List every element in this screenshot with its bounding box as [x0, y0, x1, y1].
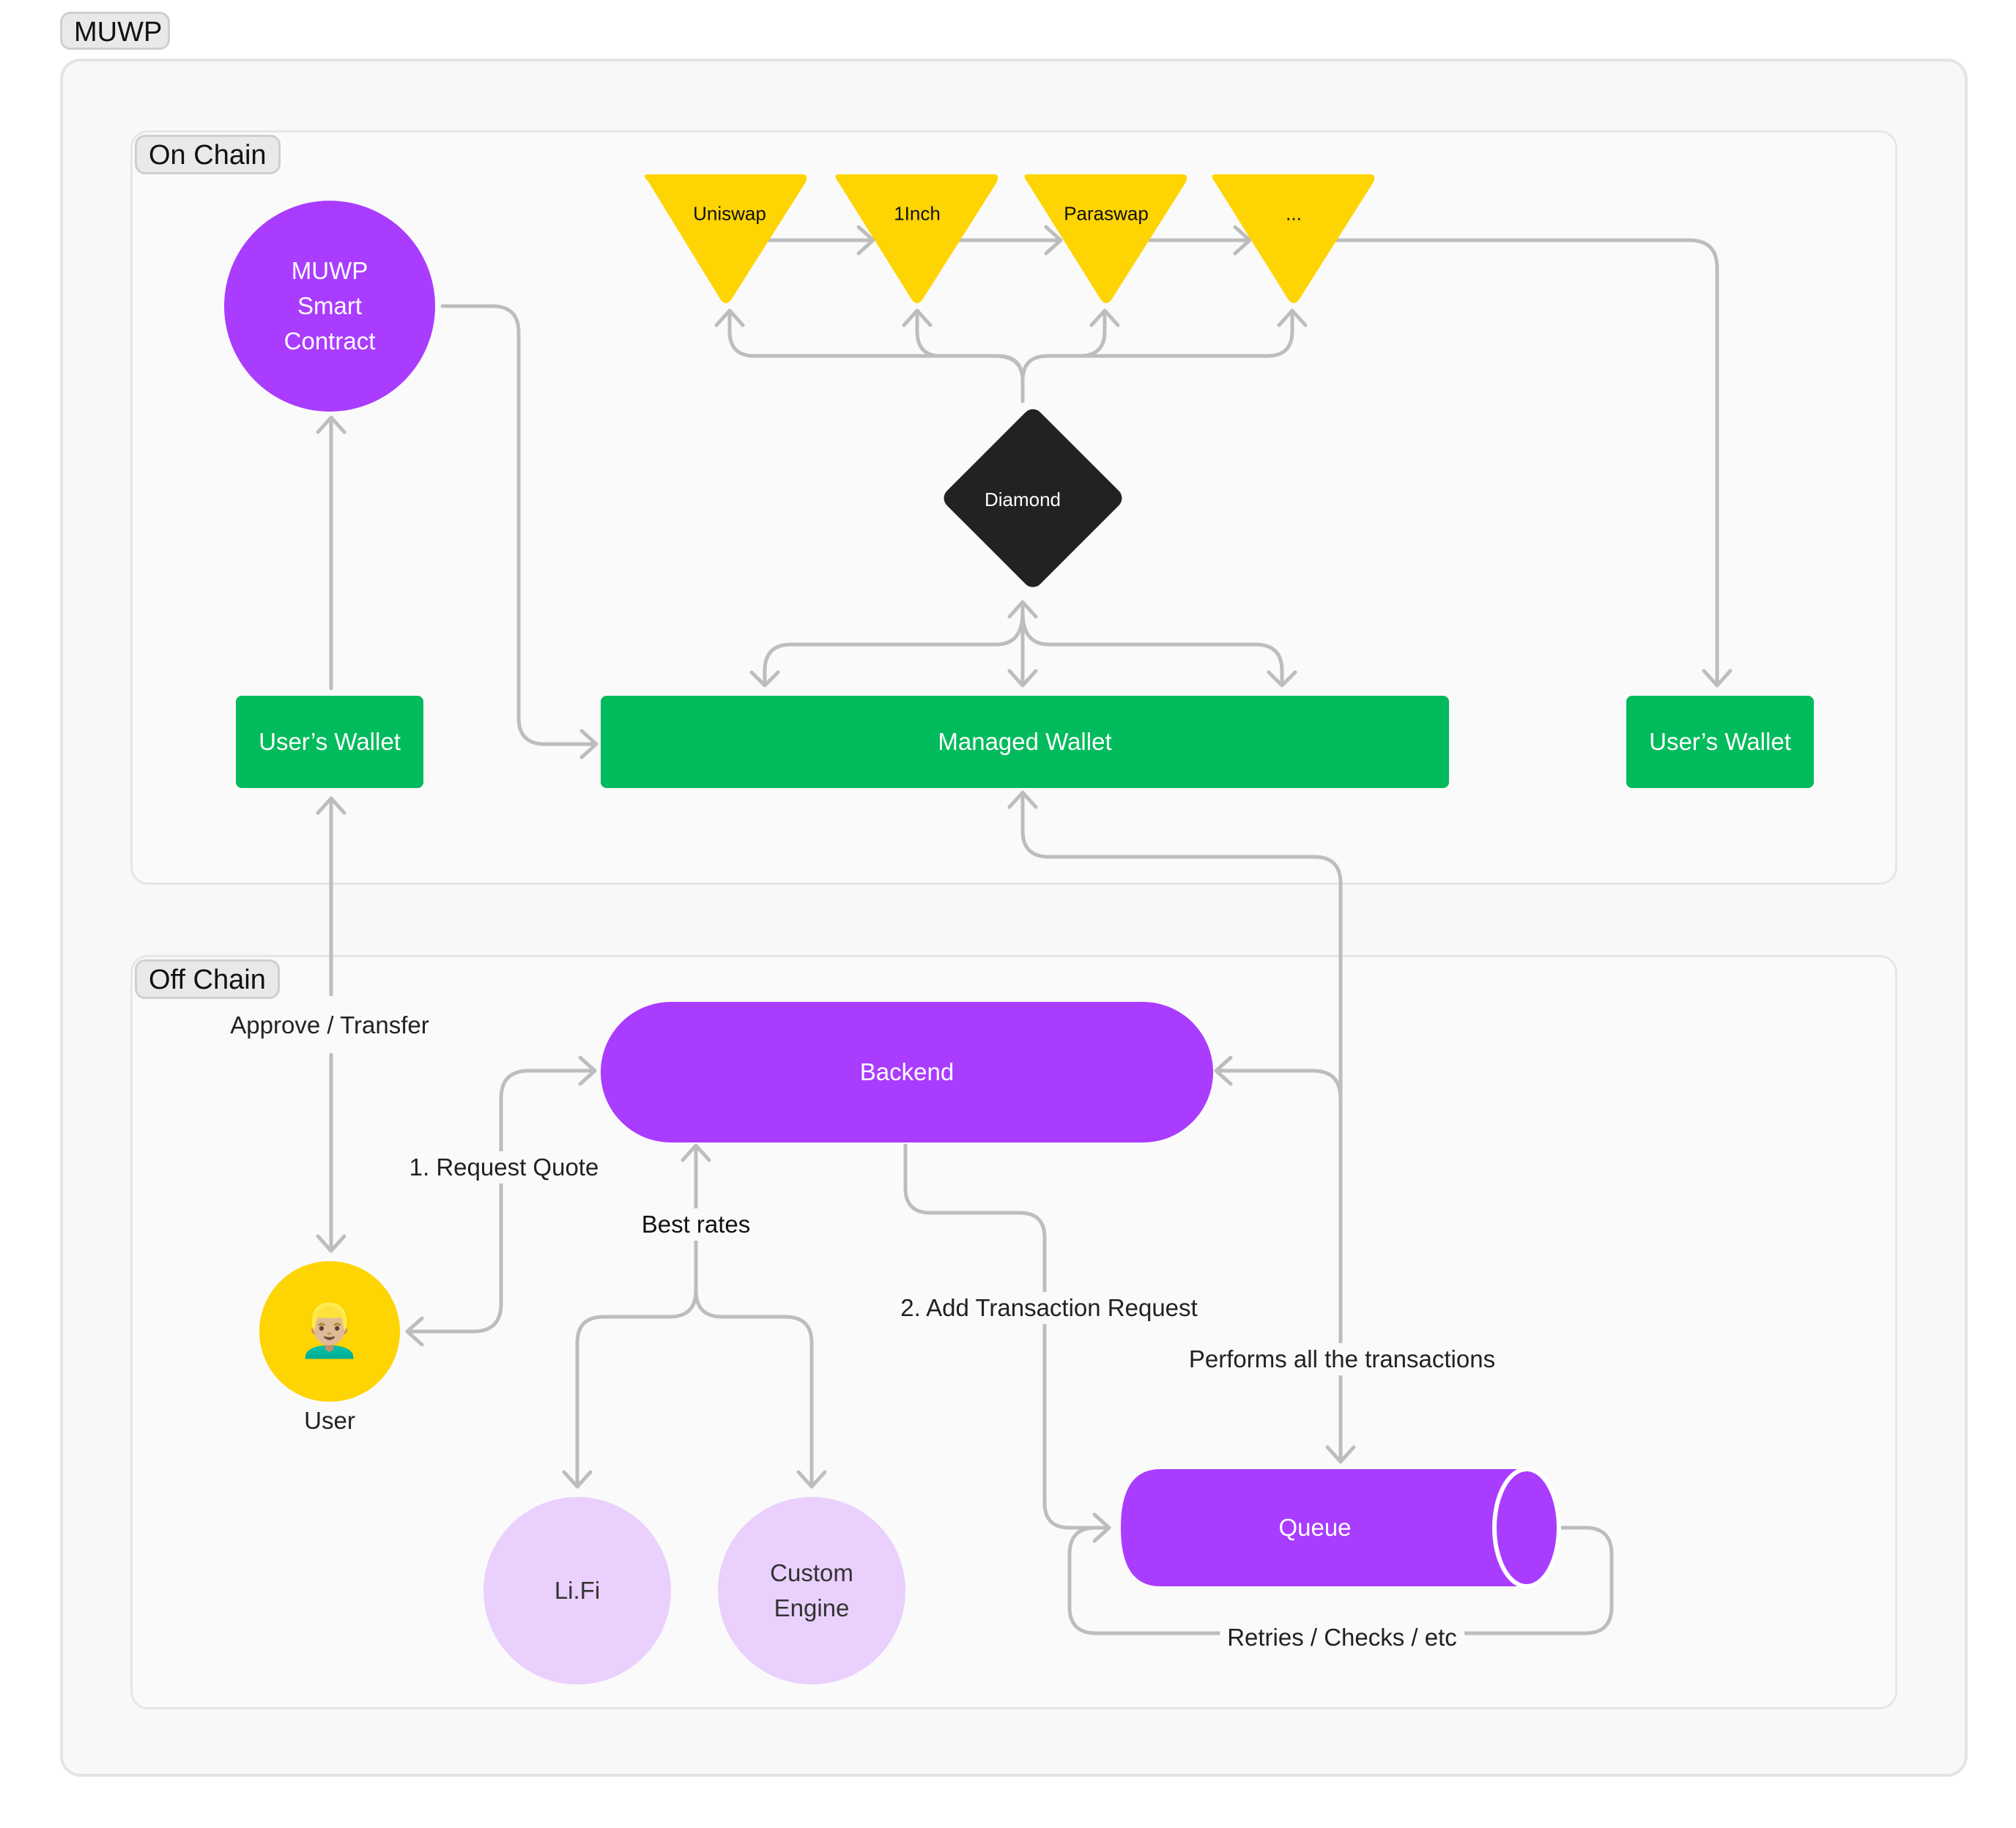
queue-cylinder	[1121, 1467, 1561, 1589]
connector-wallet-to-contract	[316, 415, 346, 691]
connector-dex-chain	[760, 225, 1732, 688]
managed-wallet-node: Managed Wallet	[601, 696, 1449, 788]
connector-contract-to-managed	[440, 304, 598, 759]
users-wallet-right-node: User’s Wallet	[1626, 696, 1814, 788]
diamond-label: Diamond	[984, 488, 1061, 510]
connector-diamond-to-managed	[749, 600, 1297, 688]
connector-diamond-to-dex	[714, 308, 1308, 404]
dex-triangle-paraswap	[1024, 174, 1187, 303]
lifi-node: Li.Fi	[483, 1497, 671, 1684]
dex-label-paraswap: Paraswap	[1064, 202, 1149, 225]
user-avatar: 👱🏼‍♂️	[259, 1261, 400, 1402]
edge-label-retries: Retries / Checks / etc	[1220, 1621, 1464, 1654]
off-chain-tag: Off Chain	[135, 959, 280, 999]
user-caption: User	[304, 1407, 355, 1434]
edge-label-add-transaction: 2. Add Transaction Request	[893, 1292, 1205, 1324]
on-chain-tag: On Chain	[135, 135, 281, 174]
connector-best-rates	[562, 1143, 827, 1489]
edge-label-performs-transactions: Performs all the transactions	[1181, 1343, 1503, 1375]
dex-triangles	[645, 174, 1375, 303]
edge-label-best-rates: Best rates	[634, 1208, 758, 1241]
smart-contract-node: MUWP Smart Contract	[224, 201, 435, 412]
dex-triangle-1inch	[835, 174, 998, 303]
users-wallet-left-node: User’s Wallet	[236, 696, 423, 788]
custom-engine-node: Custom Engine	[718, 1497, 905, 1684]
connector-performs-transactions	[1007, 790, 1356, 1464]
backend-node: Backend	[601, 1002, 1213, 1142]
edge-label-approve-transfer: Approve / Transfer	[223, 1009, 437, 1041]
edge-label-request-quote: 1. Request Quote	[401, 1151, 607, 1184]
diagram-title-tag: MUWP	[60, 12, 170, 50]
connector-request-quote	[405, 1055, 597, 1347]
queue-label: Queue	[1278, 1514, 1352, 1541]
connector-add-transaction	[903, 1143, 1111, 1543]
connector-approve-transfer	[316, 796, 346, 1253]
dex-label-more: ...	[1286, 202, 1302, 225]
dex-label-uniswap: Uniswap	[693, 202, 766, 225]
dex-label-1inch: 1Inch	[894, 202, 941, 225]
diamond-shape	[944, 409, 1122, 587]
dex-triangle-uniswap	[645, 174, 807, 303]
dex-triangle-more	[1212, 174, 1375, 303]
